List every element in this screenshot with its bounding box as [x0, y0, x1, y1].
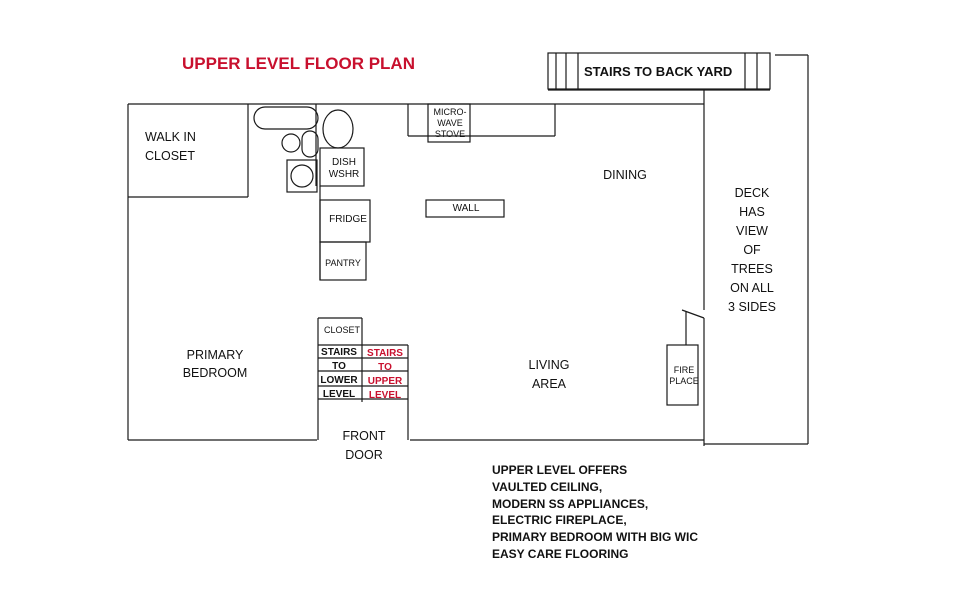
dishwasher-label: DISH WSHR: [328, 157, 360, 180]
kitchen-cabinets: [319, 147, 371, 281]
outer-walls: [127, 89, 705, 446]
note-line: EASY CARE FLOORING: [492, 546, 629, 561]
pantry-label: PANTRY: [325, 258, 361, 268]
note-line: VAULTED CEILING,: [492, 479, 603, 494]
central-stairs: [317, 317, 409, 440]
front-door-label: FRONT DOOR: [342, 429, 386, 462]
wall-label: WALL: [452, 203, 480, 214]
fireplace: [666, 309, 705, 406]
stairs-to-lower-level-label: STAIRS TO LOWER LEVEL: [320, 347, 358, 400]
deck-outline: [704, 54, 809, 445]
fireplace-label: FIRE PLACE: [669, 365, 699, 386]
plan-title: UPPER LEVEL FLOOR PLAN: [182, 54, 415, 73]
wall-box: [425, 199, 505, 218]
back-yard-stairs: [547, 52, 771, 90]
walk-in-closet-walls: [128, 104, 249, 198]
note-line: PRIMARY BEDROOM WITH BIG WIC: [492, 530, 698, 545]
stairs-to-upper-level-label: STAIRS TO UPPER LEVEL: [367, 348, 403, 401]
closet-label: CLOSET: [323, 325, 360, 335]
microwave-stove-label: MICRO- WAVE STOVE: [433, 107, 467, 139]
stove-counter: [407, 103, 556, 143]
primary-bedroom-label: PRIMARY BEDROOM: [182, 348, 248, 380]
dining-label: DINING: [603, 168, 647, 182]
note-line: UPPER LEVEL OFFERS: [492, 463, 628, 477]
bathroom: [253, 104, 354, 193]
note-line: ELECTRIC FIREPLACE,: [492, 513, 627, 528]
deck-label: DECK HAS VIEW OF TREES ON ALL 3 SIDES: [728, 186, 776, 314]
fridge-label: FRIDGE: [329, 214, 367, 225]
walk-in-closet-label: WALK IN CLOSET: [145, 130, 196, 163]
stairs-to-back-yard-label: STAIRS TO BACK YARD: [584, 64, 733, 79]
features-notes: UPPER LEVEL OFFERS VAULTED CEILING, MODE…: [492, 462, 698, 563]
note-line: MODERN SS APPLIANCES,: [492, 496, 649, 511]
living-area-label: LIVING AREA: [528, 358, 570, 391]
